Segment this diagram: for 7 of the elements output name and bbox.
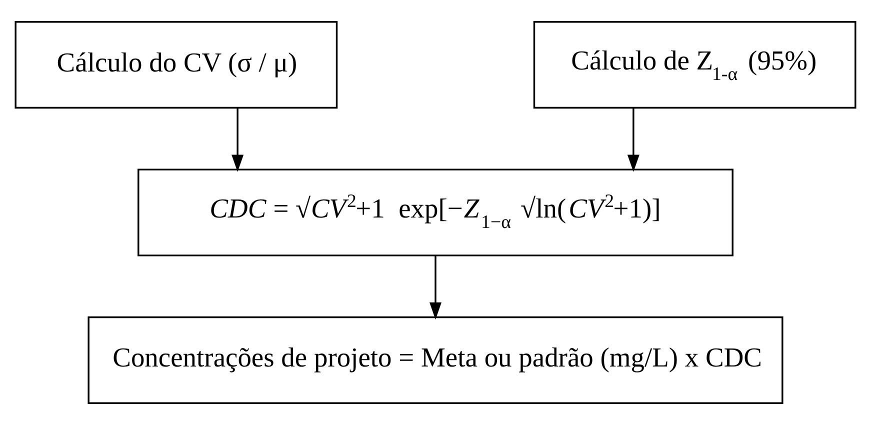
arrow: [429, 256, 442, 320]
node-box: Concentrações de projeto = Meta ou padrão (mg/L) x CDC: [88, 316, 784, 404]
node-box: CDC = √CV$^{2}$+1 exp[−Z$_{1−α}$ √ln(CV$^{2}$+1)]: [138, 168, 734, 256]
node-box: Cálculo de Z$_{1-α}$ (95%): [533, 21, 856, 109]
node-box: Cálculo do CV (σ / μ): [14, 21, 338, 109]
arrow: [627, 108, 640, 172]
arrow: [232, 108, 244, 172]
